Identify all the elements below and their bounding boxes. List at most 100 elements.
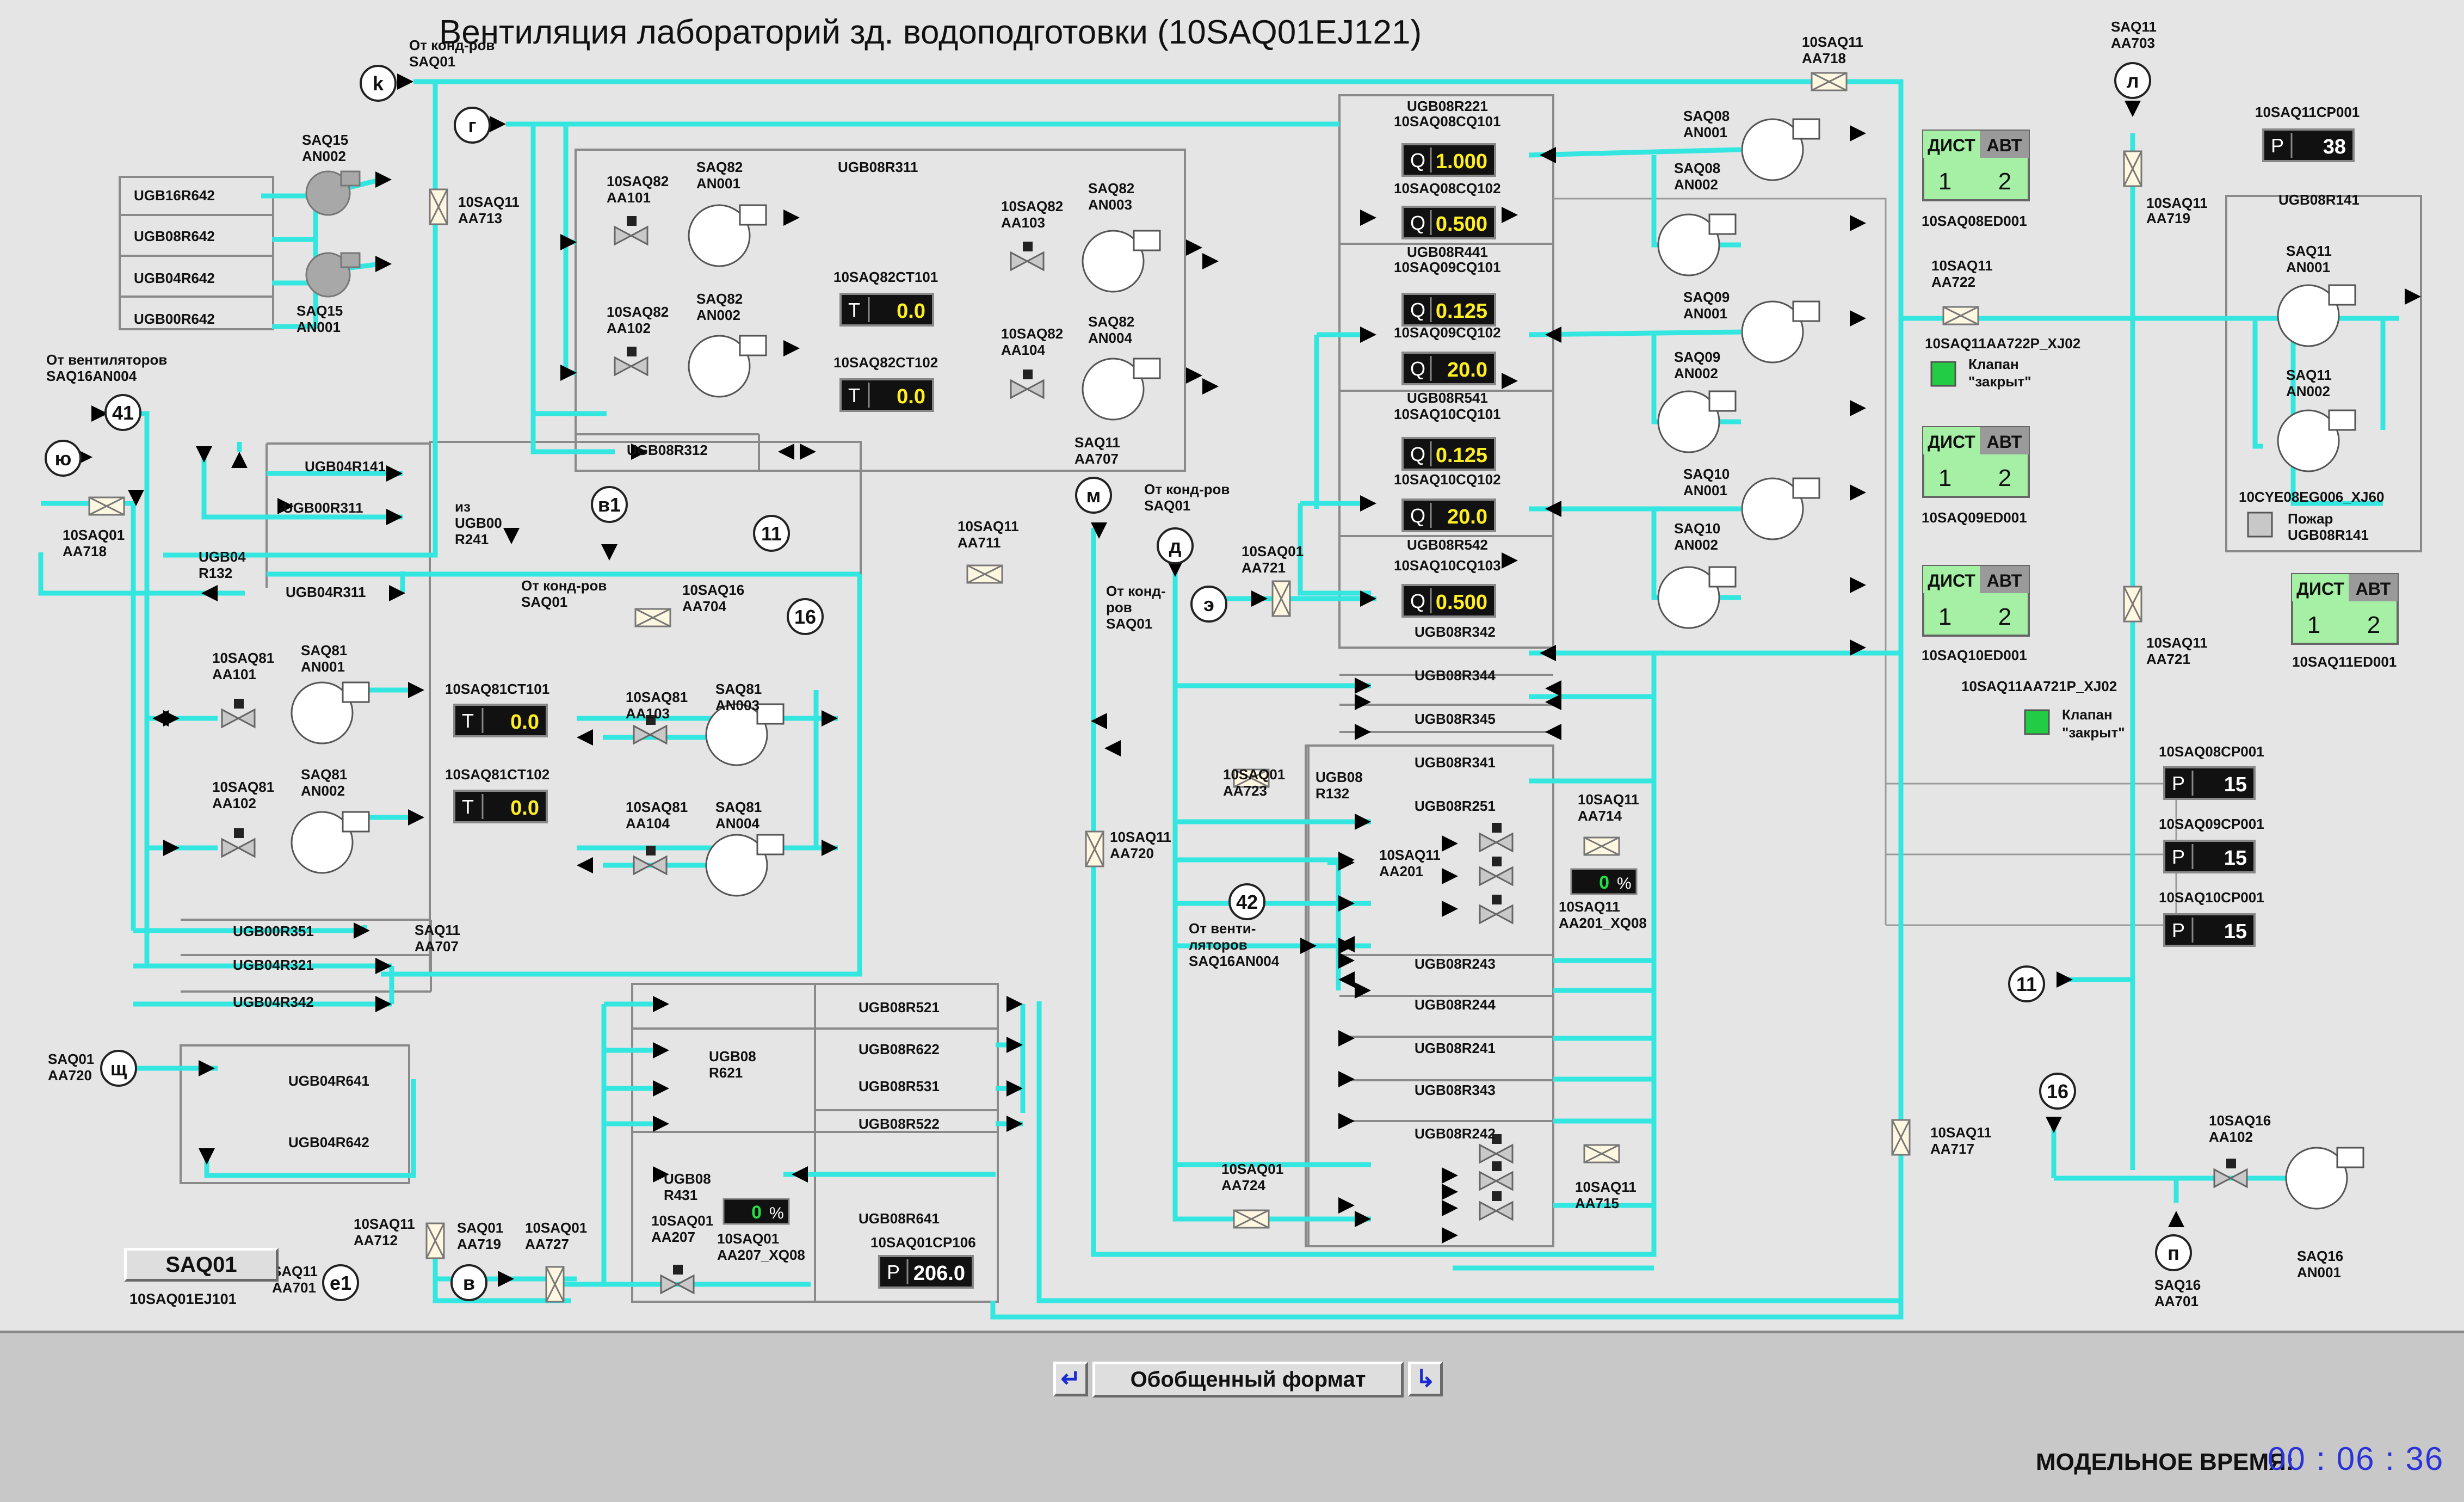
fan-icon[interactable] xyxy=(305,170,361,216)
connector-11b[interactable] xyxy=(2008,965,2045,1002)
valve-icon[interactable] xyxy=(1479,895,1514,925)
damper-icon[interactable] xyxy=(1583,836,1620,856)
connector-d[interactable] xyxy=(1157,527,1194,564)
general-format-button[interactable]: Обобщенный формат xyxy=(1092,1362,1404,1398)
valve-icon[interactable] xyxy=(633,846,668,876)
damper-icon[interactable] xyxy=(1942,306,1979,325)
damper-icon[interactable] xyxy=(1891,1119,1911,1156)
valve-icon[interactable] xyxy=(221,828,256,858)
valve-icon[interactable] xyxy=(1479,1191,1514,1221)
fan-icon[interactable] xyxy=(1741,477,1820,540)
connector-e1[interactable] xyxy=(322,1264,359,1301)
valve-icon[interactable] xyxy=(1479,1134,1514,1164)
flow-arrow xyxy=(1006,1116,1023,1132)
fan-icon[interactable] xyxy=(688,204,767,267)
valve-icon[interactable] xyxy=(1010,242,1045,272)
fan-icon[interactable] xyxy=(291,811,370,874)
connector-l[interactable] xyxy=(2114,62,2151,99)
fan-icon[interactable] xyxy=(2277,409,2356,472)
flow-arrow xyxy=(653,1166,669,1183)
valve-icon[interactable] xyxy=(2213,1159,2248,1189)
damper-icon[interactable] xyxy=(1271,580,1291,617)
valve-icon[interactable] xyxy=(1479,823,1514,853)
scheme-label: UGB16R642 xyxy=(134,187,215,204)
next-format-button[interactable]: ↳ xyxy=(1408,1362,1443,1396)
damper-icon[interactable] xyxy=(1233,1209,1270,1229)
scheme-label: 10SAQ11 xyxy=(1802,34,1863,50)
flow-arrow xyxy=(653,1116,669,1132)
damper-icon[interactable] xyxy=(88,496,125,516)
fan-icon[interactable] xyxy=(1741,300,1820,364)
damper-icon[interactable] xyxy=(1085,830,1104,867)
flow-arrow xyxy=(1355,678,1371,694)
connector-42[interactable] xyxy=(1228,883,1265,920)
fan-icon[interactable] xyxy=(1082,230,1161,293)
scheme-label: AA722 xyxy=(1931,274,1975,290)
air-duct xyxy=(563,124,576,245)
air-duct xyxy=(601,1004,811,1287)
scheme-label: 10SAQ11ED001 xyxy=(2292,654,2397,670)
connector-shch[interactable] xyxy=(100,1050,137,1087)
damper-icon[interactable] xyxy=(634,608,671,627)
connector-16b[interactable] xyxy=(2039,1073,2076,1110)
connector-e[interactable] xyxy=(1190,586,1227,623)
group-box xyxy=(575,149,1186,472)
fan-icon[interactable] xyxy=(1657,566,1737,629)
flow-arrow xyxy=(408,809,424,826)
connector-16a[interactable] xyxy=(787,598,824,635)
saq01-button-label: SAQ01 xyxy=(165,1252,237,1277)
connector-v[interactable] xyxy=(450,1264,487,1301)
valve-icon[interactable] xyxy=(614,216,649,246)
fan-icon[interactable] xyxy=(688,335,767,398)
fan-icon[interactable] xyxy=(2277,284,2356,347)
fan-icon[interactable] xyxy=(1741,118,1820,181)
damper-icon[interactable] xyxy=(1583,1144,1620,1164)
scheme-label: SAQ11 xyxy=(415,922,460,938)
status-led-icon xyxy=(1930,361,1956,387)
valve-icon[interactable] xyxy=(221,699,256,729)
connector-yu[interactable] xyxy=(45,440,82,477)
fan-icon[interactable] xyxy=(705,703,785,766)
display-unit: Q xyxy=(1410,590,1425,612)
connector-p[interactable] xyxy=(2155,1234,2192,1271)
fan-icon[interactable] xyxy=(1082,358,1161,421)
valve-icon[interactable] xyxy=(1479,857,1514,887)
valve-icon[interactable] xyxy=(660,1265,695,1295)
connector-11a[interactable] xyxy=(753,515,790,552)
damper-icon[interactable] xyxy=(1811,72,1848,91)
scheme-label: ров xyxy=(1106,599,1132,615)
connector-m[interactable] xyxy=(1075,477,1112,514)
fan-icon[interactable] xyxy=(705,834,785,897)
valve-icon[interactable] xyxy=(1010,370,1045,399)
fan-icon[interactable] xyxy=(305,252,361,298)
damper-icon[interactable] xyxy=(545,1266,565,1303)
valve-icon[interactable] xyxy=(614,347,649,377)
fan-icon[interactable] xyxy=(291,681,370,744)
flow-arrow xyxy=(1006,1037,1023,1053)
mode-auto-label: АВТ xyxy=(1987,432,2022,452)
scheme-label: 10SAQ01 xyxy=(1221,1161,1283,1177)
saq01-button[interactable]: SAQ01 xyxy=(124,1248,279,1282)
damper-icon[interactable] xyxy=(429,188,448,225)
damper-icon[interactable] xyxy=(2123,586,2142,623)
fan-icon[interactable] xyxy=(2285,1147,2364,1210)
connector-g[interactable] xyxy=(454,107,491,144)
fan-icon[interactable] xyxy=(1657,390,1737,453)
connector-v1[interactable] xyxy=(591,486,628,523)
damper-icon[interactable] xyxy=(425,1222,445,1259)
fan-icon[interactable] xyxy=(1657,213,1737,276)
scheme-label: 10CYE08EG006_XJ60 xyxy=(2239,489,2384,505)
damper-icon[interactable] xyxy=(2123,150,2142,187)
connector-41[interactable] xyxy=(104,394,141,431)
valve-icon[interactable] xyxy=(1479,1161,1514,1191)
scheme-label: 10SAQ81 xyxy=(626,689,688,705)
prev-format-button[interactable]: ↵ xyxy=(1053,1362,1088,1396)
connector-k[interactable] xyxy=(360,65,397,102)
damper-icon[interactable] xyxy=(966,564,1003,584)
valve-icon[interactable] xyxy=(633,715,668,745)
damper-icon[interactable] xyxy=(1233,768,1270,788)
